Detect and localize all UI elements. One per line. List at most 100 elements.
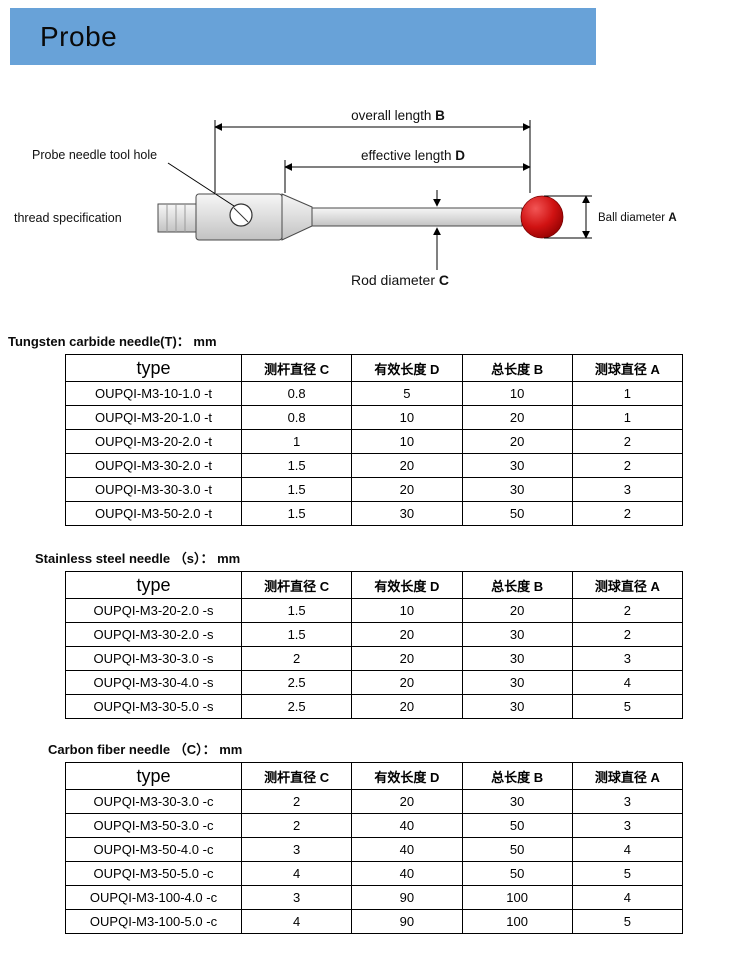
column-header: 测杆直径 C [240,762,353,790]
value-cell: 20 [351,789,463,814]
value-cell: 3 [571,477,684,502]
value-cell: 2 [571,598,684,623]
type-cell: OUPQI-M3-20-1.0 -t [65,405,242,430]
page-title: Probe [40,20,118,52]
page-header: Probe [10,8,596,65]
value-cell: 3 [571,813,684,838]
probe-thread [157,203,197,233]
value-cell: 4 [571,670,684,695]
type-cell: OUPQI-M3-20-2.0 -t [65,429,242,454]
value-cell: 50 [461,501,573,526]
value-cell: 20 [461,405,573,430]
value-cell: 2 [571,622,684,647]
value-cell: 2.5 [240,694,353,719]
probe-diagram: overall length B effective length D Prob… [0,93,750,305]
tool-hole-label: Probe needle tool hole [32,148,157,162]
value-cell: 20 [461,429,573,454]
value-cell: 5 [571,694,684,719]
value-cell: 1.5 [240,501,353,526]
page: { "header": { "title": "Probe" }, "diagr… [0,8,750,976]
value-cell: 3 [571,646,684,671]
value-cell: 10 [351,405,463,430]
value-cell: 2 [571,453,684,478]
table-unit: mm [193,334,217,349]
type-cell: OUPQI-M3-30-3.0 -s [65,646,242,671]
type-cell: OUPQI-M3-20-2.0 -s [65,598,242,623]
column-header: 总长度 B [461,354,573,382]
value-cell: 3 [240,885,353,910]
value-cell: 1.5 [240,598,353,623]
type-cell: OUPQI-M3-30-3.0 -t [65,477,242,502]
type-cell: OUPQI-M3-30-2.0 -t [65,453,242,478]
value-cell: 40 [351,813,463,838]
tool-hole-leader-line [167,162,235,207]
column-header: 测球直径 A [571,762,684,790]
value-cell: 1 [571,405,684,430]
value-cell: 10 [351,429,463,454]
value-cell: 20 [351,694,463,719]
table-unit: mm [219,742,243,757]
type-cell: OUPQI-M3-50-2.0 -t [65,501,242,526]
value-cell: 2 [240,813,353,838]
value-cell: 20 [351,646,463,671]
value-cell: 30 [461,789,573,814]
value-cell: 20 [351,453,463,478]
value-cell: 50 [461,861,573,886]
rod-diameter-label: Rod diameter C [351,272,449,288]
value-cell: 90 [351,909,463,934]
value-cell: 90 [351,885,463,910]
value-cell: 1.5 [240,477,353,502]
table-label-text: Carbon fiber needle （C）： [48,742,216,757]
tungsten-carbide-label: Tungsten carbide needle(T)： mm [8,331,750,350]
column-header: 总长度 B [461,762,573,790]
value-cell: 2 [571,501,684,526]
value-cell: 30 [461,622,573,647]
type-cell: OUPQI-M3-30-3.0 -c [65,789,242,814]
value-cell: 20 [461,598,573,623]
column-header: 测杆直径 C [240,571,353,599]
value-cell: 2 [240,789,353,814]
value-cell: 2 [240,646,353,671]
carbon-fiber-label: Carbon fiber needle （C）： mm [48,739,750,758]
column-header-type: type [65,571,242,599]
value-cell: 10 [461,381,573,406]
type-cell: OUPQI-M3-100-4.0 -c [65,885,242,910]
value-cell: 4 [571,885,684,910]
value-cell: 30 [461,694,573,719]
value-cell: 10 [351,598,463,623]
value-cell: 20 [351,622,463,647]
value-cell: 3 [240,837,353,862]
value-cell: 30 [461,670,573,695]
value-cell: 1 [240,429,353,454]
value-cell: 20 [351,670,463,695]
value-cell: 5 [571,861,684,886]
value-cell: 0.8 [240,381,353,406]
value-cell: 30 [461,453,573,478]
value-cell: 30 [461,646,573,671]
type-cell: OUPQI-M3-50-3.0 -c [65,813,242,838]
value-cell: 100 [461,885,573,910]
value-cell: 30 [351,501,463,526]
column-header: 测球直径 A [571,571,684,599]
value-cell: 100 [461,909,573,934]
table-label-text: Stainless steel needle （s）： [35,551,214,566]
value-cell: 3 [571,789,684,814]
table-label-text: Tungsten carbide needle(T)： [8,334,190,349]
probe-rod [311,207,523,227]
